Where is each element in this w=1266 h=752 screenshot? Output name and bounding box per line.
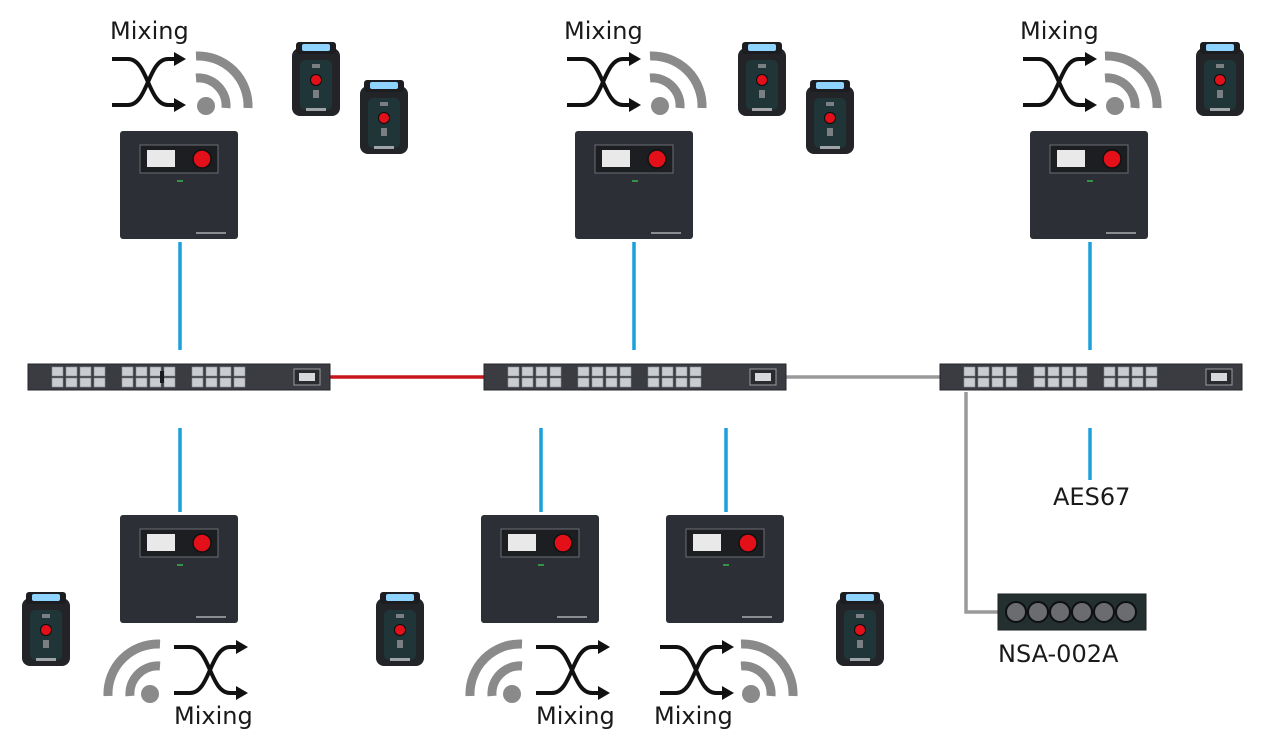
beltpack-icon xyxy=(359,79,409,155)
beltpack-icon xyxy=(21,591,71,667)
base-station-icon xyxy=(574,130,694,240)
mixing-label: Mixing xyxy=(536,702,615,730)
mixing-label: Mixing xyxy=(110,17,189,45)
mixing-label: Mixing xyxy=(654,702,733,730)
wireless-signal-icon xyxy=(650,56,702,115)
nsa-label: NSA-002A xyxy=(998,640,1119,668)
beltpack-icon xyxy=(291,41,341,117)
network-switch-icon xyxy=(483,363,787,391)
connections xyxy=(178,242,1092,614)
mixing-arrows-icon xyxy=(110,50,188,114)
network-switch-icon xyxy=(27,363,331,391)
mixing-arrows-icon xyxy=(172,638,250,702)
nsa-interface-icon xyxy=(997,593,1147,631)
wireless-signal-icon xyxy=(196,56,248,115)
mixing-arrows-icon xyxy=(1021,50,1099,114)
wireless-signal-icon xyxy=(108,644,160,703)
aes67-label: AES67 xyxy=(1053,483,1130,511)
mixing-label: Mixing xyxy=(174,702,253,730)
mixing-arrows-icon xyxy=(565,50,643,114)
beltpack-icon xyxy=(835,591,885,667)
mixing-arrows-icon xyxy=(534,638,612,702)
base-station-icon xyxy=(119,130,239,240)
beltpack-icon xyxy=(805,79,855,155)
base-station-icon xyxy=(480,514,600,624)
mixing-arrows-icon xyxy=(658,638,736,702)
mixing-label: Mixing xyxy=(1020,17,1099,45)
network-switch-icon xyxy=(939,363,1243,391)
wireless-signal-icon xyxy=(741,644,793,703)
mixing-label: Mixing xyxy=(564,17,643,45)
wireless-signal-icon xyxy=(470,644,522,703)
base-station-icon xyxy=(1029,130,1149,240)
beltpack-icon xyxy=(737,41,787,117)
switch-port-marker xyxy=(160,371,164,383)
beltpack-icon xyxy=(375,591,425,667)
beltpack-icon xyxy=(1195,41,1245,117)
base-station-icon xyxy=(665,514,785,624)
base-station-icon xyxy=(119,514,239,624)
wireless-signal-icon xyxy=(1105,56,1157,115)
link-nsa xyxy=(964,392,998,614)
